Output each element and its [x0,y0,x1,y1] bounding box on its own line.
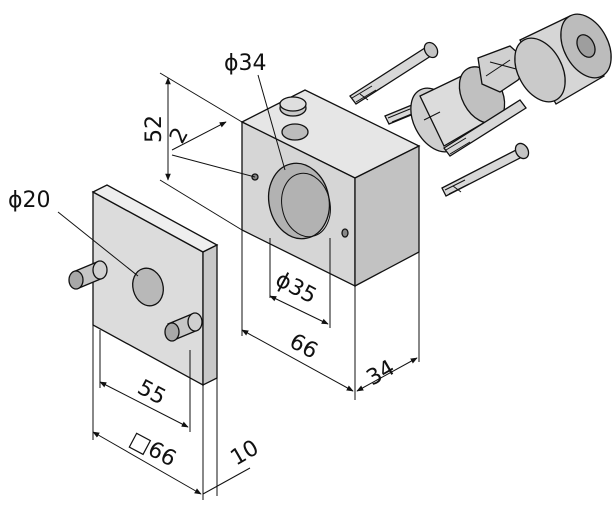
top-hole [281,123,309,141]
screw-lower-middle [443,99,527,157]
label-block-depth: 34 [363,356,400,392]
label-plate-thickness: 10 [227,436,264,472]
hardware-group [349,13,612,197]
cover-plate [68,184,219,387]
plate-screw-left [68,260,108,290]
label-plate-bore: ϕ20 [8,188,51,213]
plate-edge-face [202,243,218,387]
plate-screw-right [164,312,203,342]
long-screw-top [349,41,439,105]
side-hole [341,228,349,238]
label-height: 52 [142,115,167,143]
coupling-hub-large [514,13,612,105]
label-plate-size: □66 [125,427,180,472]
bore-inner-wall [281,172,331,238]
bearing-block [240,89,421,288]
coupling-hub-small [410,66,506,153]
label-hole-spacing: 55 [133,375,169,410]
label-bore-large: ϕ34 [224,51,267,76]
short-screw-bottom [441,142,530,197]
label-block-width: 66 [285,329,321,364]
label-offset: 2 [165,124,194,148]
plate-bore [132,267,164,307]
dimension-lines [57,72,420,500]
label-bore-inner: ϕ35 [271,267,320,309]
